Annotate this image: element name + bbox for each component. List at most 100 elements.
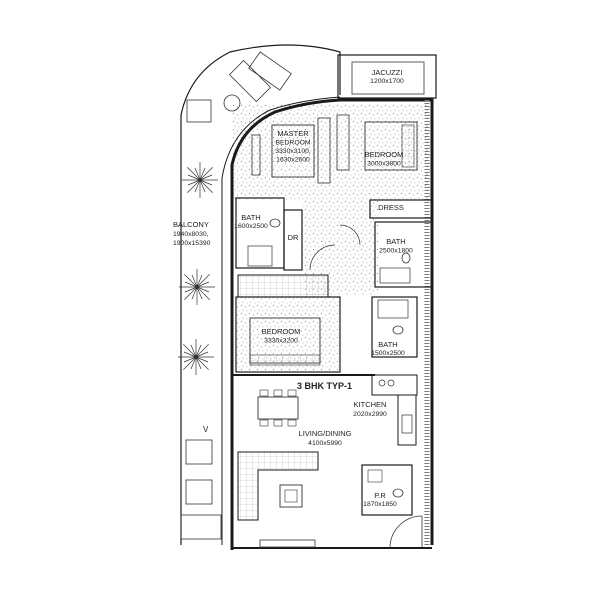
balcony-lounger-2 xyxy=(248,51,292,91)
bedroom-2-room xyxy=(235,296,341,373)
dr-room xyxy=(283,209,303,271)
plant-icon xyxy=(182,162,218,198)
kitchen-counter-side xyxy=(397,394,417,446)
plant-icon xyxy=(179,269,215,305)
balcony-outline xyxy=(180,44,341,545)
kitchen-hob-2 xyxy=(387,379,395,387)
coffee-table-inner xyxy=(284,489,298,503)
room-label-line: JACUZZI xyxy=(372,68,403,77)
bedroom-1-pillow xyxy=(401,124,415,168)
dining-chair-1 xyxy=(259,389,269,397)
room-label-line: 4100x5990 xyxy=(308,440,342,447)
exterior-wall xyxy=(230,98,434,550)
dining-chair-2 xyxy=(273,389,283,397)
room-label-line: 1900x15390 xyxy=(173,240,211,247)
master-bedroom-bed xyxy=(271,124,315,178)
room-label-line: BEDROOM xyxy=(275,140,310,147)
bedroom-2-headboard xyxy=(249,354,321,366)
bath-2-room xyxy=(374,221,433,288)
dining-chair-4 xyxy=(259,419,269,427)
room-label-dress: DRESS xyxy=(378,203,404,212)
bath-3-room xyxy=(371,296,418,358)
room-label-line: 1870x1850 xyxy=(363,501,397,508)
room-label-line: BATH xyxy=(378,340,397,349)
room-label-line: LIVING/DINING xyxy=(299,429,352,438)
room-label-line: 1600x2500 xyxy=(234,223,268,230)
room-label-line: BALCONY xyxy=(173,220,209,229)
plant-icon xyxy=(178,339,214,375)
direction-marker: V xyxy=(203,425,209,434)
room-label-bath-2: BATH 2500x1800 xyxy=(379,237,413,255)
room-label-line: DRESS xyxy=(378,203,404,212)
room-label-line: DR xyxy=(288,233,299,242)
master-bedroom-window xyxy=(251,134,261,176)
bedroom-1-bed xyxy=(364,121,418,171)
bedroom-1-desk xyxy=(336,114,350,171)
balcony-chair-top xyxy=(186,99,212,123)
hall-speckle-1 xyxy=(232,105,337,200)
hall-speckle-4 xyxy=(337,105,432,200)
powder-room xyxy=(361,464,413,516)
master-bedroom-wardrobe xyxy=(317,117,331,184)
room-label-line: P.R xyxy=(374,491,386,500)
bath-3-toilet-icon xyxy=(392,325,404,335)
coffee-table xyxy=(279,484,303,508)
dining-chair-5 xyxy=(273,419,283,427)
room-label-line: 3330x3200 xyxy=(264,338,298,345)
jacuzzi-tub xyxy=(351,61,425,95)
kitchen-hob-1 xyxy=(378,379,386,387)
bath-3-shower xyxy=(377,299,409,319)
jacuzzi-frame xyxy=(337,54,437,99)
bath-2-toilet-icon xyxy=(401,252,411,264)
bath-master-shower xyxy=(247,245,273,267)
room-label-line: 3330x3100, xyxy=(275,148,311,155)
dining-chair-3 xyxy=(287,389,297,397)
kitchen-sink-icon xyxy=(401,414,413,434)
balcony-chair-low xyxy=(185,479,213,505)
room-label-line: BEDROOM xyxy=(365,150,404,159)
balcony-lounger-bottom xyxy=(180,514,222,540)
room-label-line: MASTER xyxy=(277,129,309,138)
balcony-plants xyxy=(178,162,218,375)
balcony-chair-mid xyxy=(185,439,213,465)
room-label-living-dining: LIVING/DINING 4100x5990 xyxy=(299,429,352,447)
room-label-line: BATH xyxy=(386,237,405,246)
room-label-bedroom-2: BEDROOM 3330x3200 xyxy=(262,327,301,345)
room-label-dr: DR xyxy=(288,233,299,242)
room-label-line: BATH xyxy=(241,213,260,222)
tv-unit xyxy=(259,539,316,548)
room-label-line: 1940x8030, xyxy=(173,231,209,238)
dining-chair-6 xyxy=(287,419,297,427)
dining-table xyxy=(257,396,299,420)
corridor-wall-hatch xyxy=(237,274,329,298)
entrance-door-arc xyxy=(389,515,423,549)
plan-title: 3 BHK TYP-1 xyxy=(297,381,352,391)
door-arc-bath-2 xyxy=(339,224,361,246)
door-arc-corridor xyxy=(309,244,336,271)
room-label-bedroom-1: BEDROOM 3000x3800 xyxy=(365,150,404,168)
bath-master-toilet-icon xyxy=(269,218,281,228)
room-label-line: 3000x3800 xyxy=(367,161,401,168)
room-label-line: BEDROOM xyxy=(262,327,301,336)
balcony-side-table xyxy=(223,94,241,112)
powder-room-sink xyxy=(367,469,383,483)
room-label-balcony: BALCONY 1940x8030, 1900x15390 xyxy=(173,220,211,247)
bath-2-vanity xyxy=(379,267,411,284)
living-sofa xyxy=(237,451,319,521)
room-label-line: 2020x2990 xyxy=(353,411,387,418)
powder-room-toilet-icon xyxy=(392,488,404,498)
room-label-line: 1630x2600 xyxy=(276,157,310,164)
dress-room xyxy=(369,199,433,219)
kitchen-counter-top xyxy=(371,374,418,396)
room-label-line: 1500x2500 xyxy=(371,350,405,357)
bath-master-room xyxy=(235,197,285,269)
room-label-line: 2500x1800 xyxy=(379,248,413,255)
